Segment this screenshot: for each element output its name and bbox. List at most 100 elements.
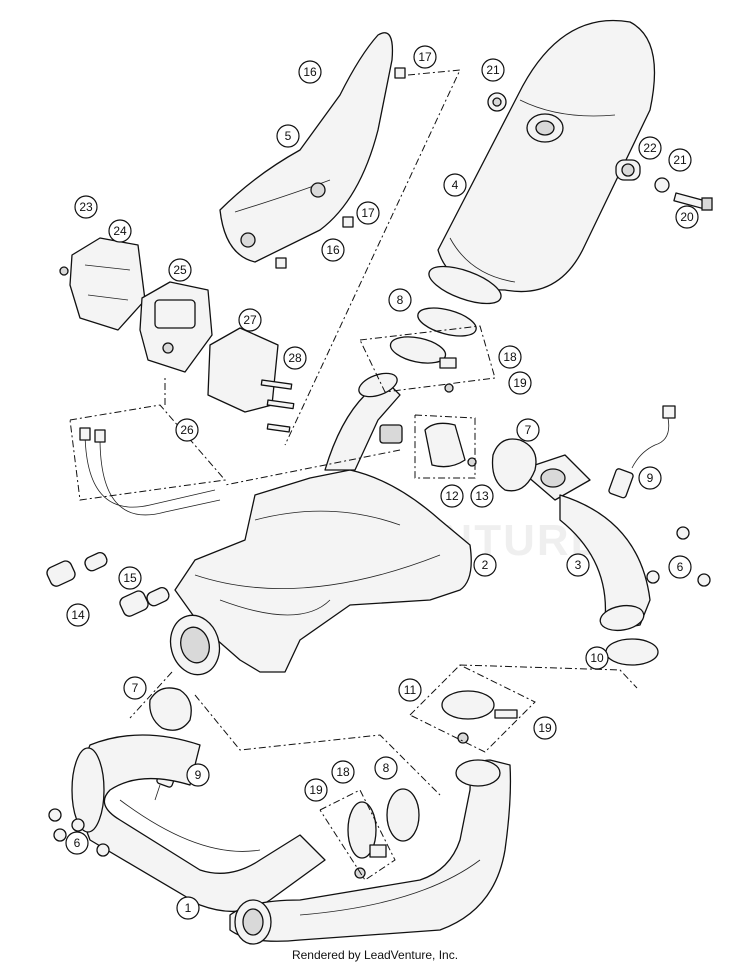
callout-18-upper: 18	[498, 345, 522, 369]
sealing-ring-upper	[417, 307, 477, 337]
callout-21-upper: 21	[481, 58, 505, 82]
gasket-right	[491, 438, 537, 492]
rubber-parts	[46, 552, 170, 617]
cable-set-part	[79, 427, 221, 516]
callout-18-lower: 18	[331, 760, 355, 784]
callout-10: 10	[585, 646, 609, 670]
callout-6-right: 6	[668, 555, 692, 579]
callout-3: 3	[566, 553, 590, 577]
callout-14: 14	[66, 603, 90, 627]
svg-text:18: 18	[336, 765, 350, 779]
svg-text:9: 9	[647, 471, 654, 485]
svg-text:22: 22	[643, 141, 657, 155]
flap-part	[424, 422, 477, 468]
callout-28: 28	[283, 346, 307, 370]
svg-text:10: 10	[590, 651, 604, 665]
svg-text:2: 2	[482, 558, 489, 572]
callout-13: 13	[470, 484, 494, 508]
silencer-box-part	[169, 372, 472, 676]
gasket-left	[149, 687, 192, 731]
callout-23: 23	[74, 195, 98, 219]
svg-text:11: 11	[404, 683, 417, 697]
clamp-lower	[347, 801, 387, 879]
callout-1: 1	[176, 896, 200, 920]
exhaust-control-actuator-part	[139, 281, 213, 373]
callout-8-lower: 8	[374, 756, 398, 780]
svg-text:19: 19	[513, 376, 527, 390]
nuts-right	[646, 526, 711, 587]
callout-25: 25	[168, 258, 192, 282]
sealing-ring-10	[605, 638, 659, 666]
link-pipe-part	[519, 454, 651, 632]
svg-text:5: 5	[285, 129, 292, 143]
callout-9-right: 9	[638, 466, 662, 490]
muffler-part	[428, 19, 656, 305]
clamp-middle	[441, 690, 518, 744]
callout-27: 27	[238, 308, 262, 332]
svg-text:16: 16	[326, 243, 340, 257]
header-pipe-part	[71, 734, 512, 945]
muffler-mount-hardware	[615, 159, 713, 211]
callout-4: 4	[443, 173, 467, 197]
svg-text:8: 8	[397, 293, 404, 307]
svg-text:21: 21	[486, 63, 500, 77]
callout-24: 24	[108, 219, 132, 243]
svg-text:1: 1	[185, 901, 192, 915]
callout-26: 26	[175, 418, 199, 442]
svg-text:28: 28	[288, 351, 302, 365]
callout-20: 20	[675, 205, 699, 229]
svg-text:8: 8	[383, 761, 390, 775]
callout-19-middle: 19	[533, 716, 557, 740]
callout-16-upper: 16	[298, 60, 322, 84]
svg-text:25: 25	[173, 263, 187, 277]
callout-22: 22	[638, 136, 662, 160]
render-credit: Rendered by LeadVenture, Inc.	[291, 948, 459, 962]
svg-text:18: 18	[503, 350, 517, 364]
actuator-cover-part	[59, 237, 146, 331]
svg-text:20: 20	[680, 210, 694, 224]
callout-8-upper: 8	[388, 288, 412, 312]
callout-17-upper: 17	[413, 45, 437, 69]
svg-text:24: 24	[113, 224, 127, 238]
clamp-upper	[389, 336, 457, 393]
svg-text:14: 14	[71, 608, 85, 622]
svg-text:9: 9	[195, 768, 202, 782]
bracket-part	[207, 327, 295, 433]
svg-text:19: 19	[538, 721, 552, 735]
svg-text:23: 23	[79, 200, 93, 214]
nuts-left	[48, 808, 110, 857]
callout-11: 11	[398, 678, 422, 702]
callout-16-lower: 16	[321, 238, 345, 262]
callout-7-left: 7	[123, 676, 147, 700]
svg-text:17: 17	[361, 206, 375, 220]
svg-text:26: 26	[180, 423, 194, 437]
callout-2: 2	[473, 553, 497, 577]
svg-text:3: 3	[575, 558, 582, 572]
svg-text:12: 12	[445, 489, 459, 503]
svg-text:19: 19	[309, 783, 323, 797]
callout-6-left: 6	[65, 831, 89, 855]
svg-text:6: 6	[74, 836, 81, 850]
callout-9-left: 9	[186, 763, 210, 787]
callout-19-lower: 19	[304, 778, 328, 802]
leader-lines	[69, 69, 638, 881]
sealing-ring-lower	[386, 788, 420, 842]
callout-5: 5	[276, 124, 300, 148]
svg-text:6: 6	[677, 560, 684, 574]
svg-text:27: 27	[243, 313, 257, 327]
callout-7-right: 7	[516, 418, 540, 442]
svg-text:16: 16	[303, 65, 317, 79]
svg-text:7: 7	[132, 681, 139, 695]
svg-text:21: 21	[673, 153, 687, 167]
svg-text:17: 17	[418, 50, 432, 64]
callout-12: 12	[440, 484, 464, 508]
lambda-sensor-right	[608, 405, 676, 499]
svg-text:15: 15	[123, 571, 137, 585]
callout-19-upper: 19	[508, 371, 532, 395]
heat-shield-part	[219, 32, 406, 269]
callout-17-lower: 17	[356, 201, 380, 225]
svg-text:13: 13	[475, 489, 489, 503]
callout-15: 15	[118, 566, 142, 590]
callout-21-lower: 21	[668, 148, 692, 172]
